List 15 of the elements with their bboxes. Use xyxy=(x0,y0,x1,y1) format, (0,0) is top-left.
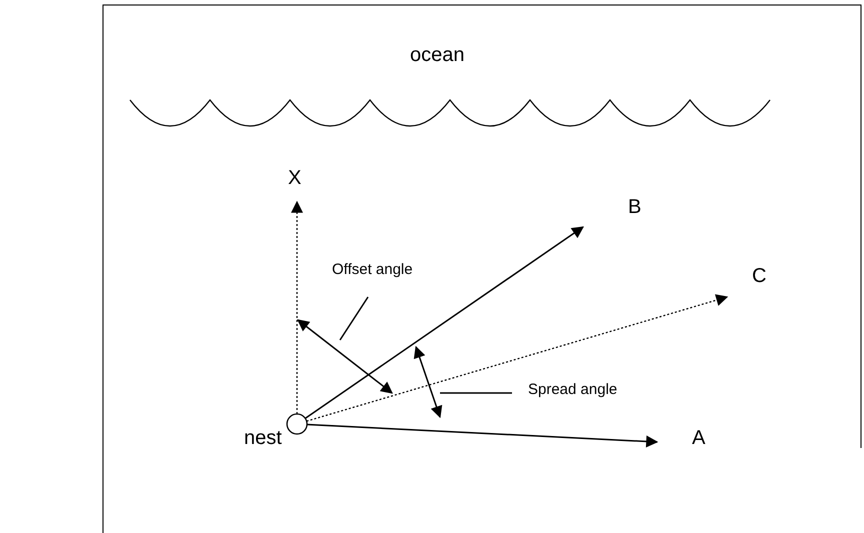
direction-label: X xyxy=(288,168,302,188)
direction-label: C xyxy=(752,266,766,286)
ocean-label: ocean xyxy=(410,45,464,65)
angle-label: Spread angle xyxy=(528,382,618,397)
nest-label: nest xyxy=(244,428,282,448)
arrow xyxy=(304,226,584,419)
arrow xyxy=(306,424,658,448)
leader-line xyxy=(440,392,512,394)
direction-label: A xyxy=(692,428,706,448)
direction-label: B xyxy=(628,197,642,217)
arrow xyxy=(306,294,728,422)
nest-circle xyxy=(286,413,308,435)
arrow xyxy=(291,200,303,414)
leader-line xyxy=(339,296,369,340)
angle-label: Offset angle xyxy=(332,262,413,277)
